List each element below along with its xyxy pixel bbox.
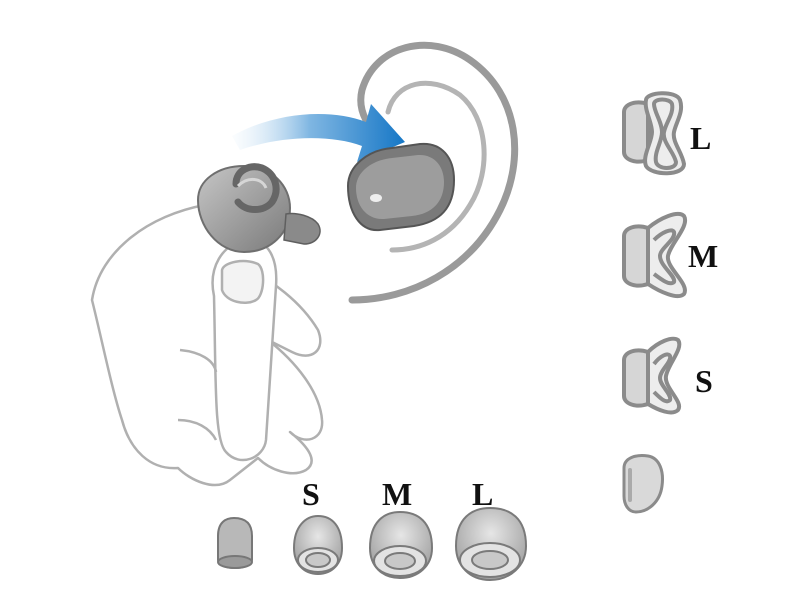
wing-tip-medium-icon bbox=[622, 211, 688, 299]
ear-tip-large-icon bbox=[454, 506, 528, 582]
earbud-in-ear-icon bbox=[346, 142, 456, 232]
hand-icon bbox=[90, 203, 324, 487]
sleeve-tip-icon bbox=[217, 516, 253, 570]
wing-tip-large-icon bbox=[622, 91, 687, 176]
wing-tip-small-label: S bbox=[695, 363, 713, 399]
wing-tip-large-label: L bbox=[690, 120, 712, 156]
ear-tip-medium-icon bbox=[368, 510, 434, 580]
earbud-in-hand-icon bbox=[196, 163, 321, 254]
ear-icon bbox=[348, 41, 519, 304]
wing-tip-medium-label: M bbox=[688, 238, 719, 274]
ear-tip-medium-label: M bbox=[382, 476, 413, 512]
ear-tip-small-label: S bbox=[302, 476, 320, 512]
ear-inner-icon bbox=[385, 80, 487, 253]
wing-tip-small-icon bbox=[622, 336, 682, 415]
curved-arrow-icon bbox=[232, 104, 405, 162]
ear-tip-small-icon bbox=[292, 514, 344, 576]
ear-tip-large-label: L bbox=[472, 476, 494, 512]
sleeve-cap-icon bbox=[622, 454, 664, 514]
